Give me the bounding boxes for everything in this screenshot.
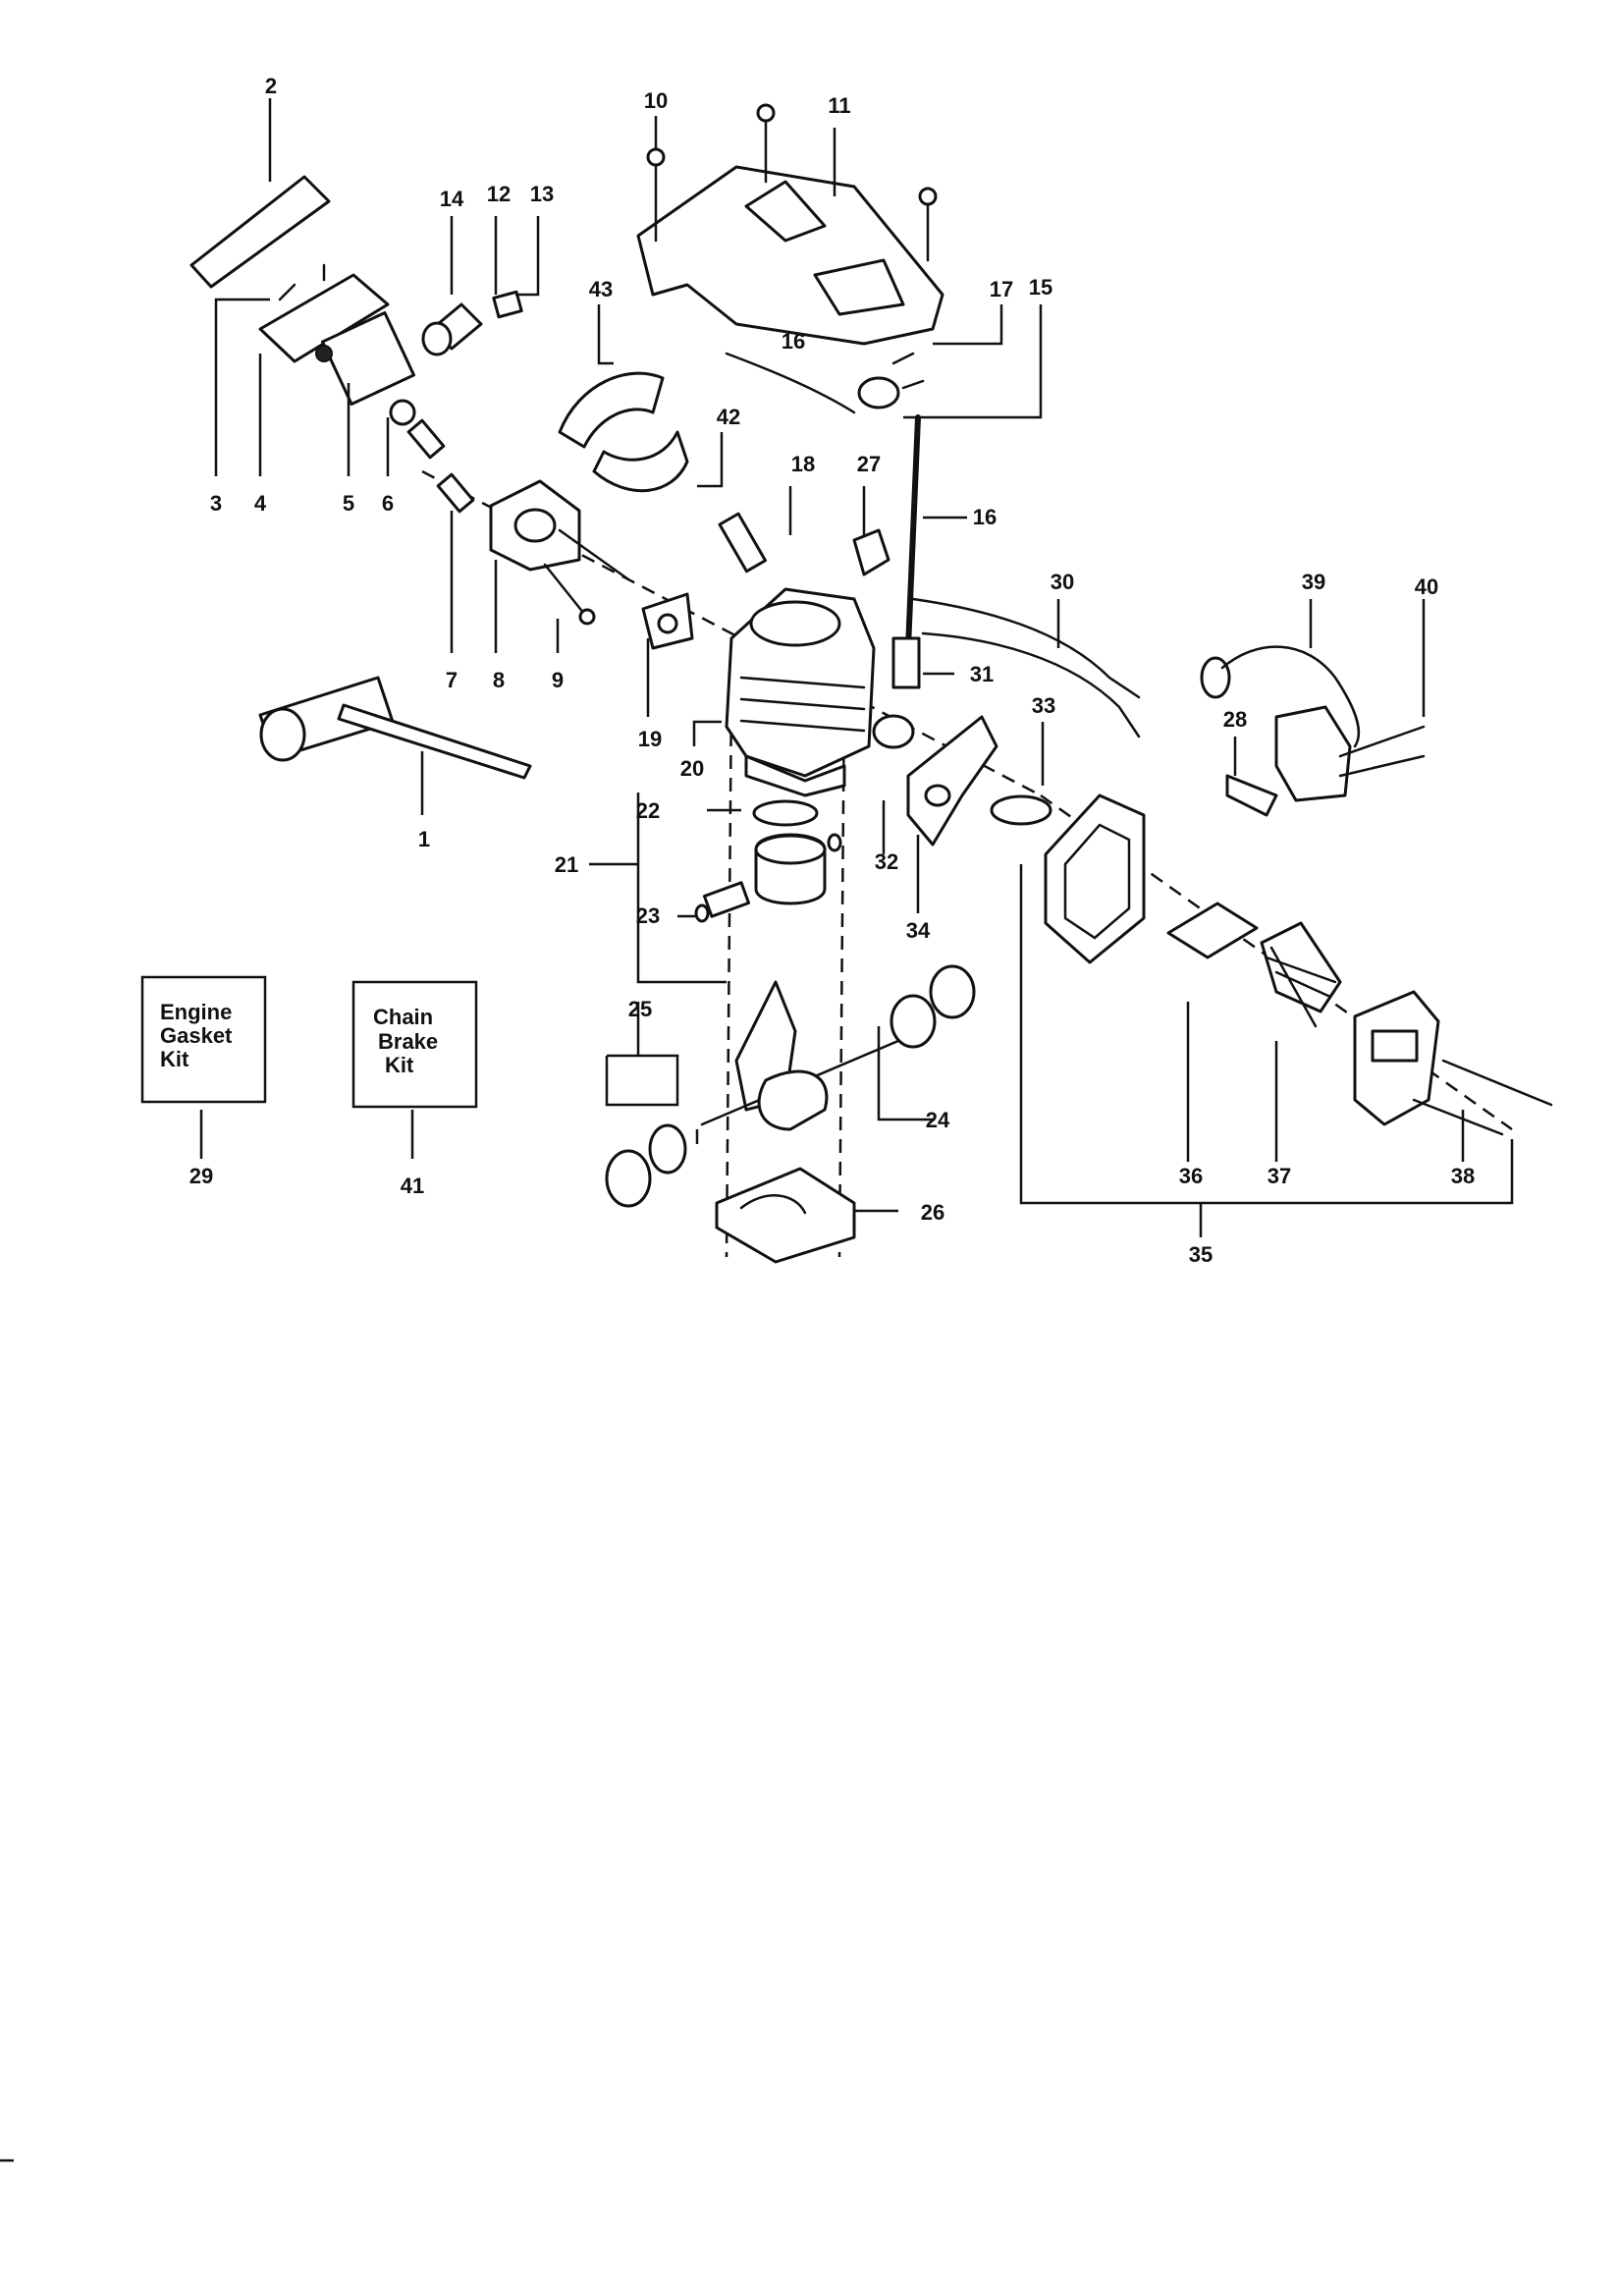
- callout-26: 26: [921, 1200, 944, 1225]
- leader-lines: [199, 98, 1514, 1237]
- callout-36: 36: [1179, 1164, 1203, 1188]
- chain-brake-kit-box: Chain Brake Kit: [351, 980, 478, 1109]
- callout-15: 15: [1029, 275, 1052, 300]
- callout-3: 3: [210, 491, 222, 516]
- engine-gasket-kit-line1: Engine: [160, 1000, 232, 1024]
- callout-14: 14: [440, 187, 464, 211]
- callout-13: 13: [530, 182, 554, 206]
- callout-1: 1: [418, 827, 430, 851]
- callout-25: 25: [628, 997, 652, 1021]
- exhaust-shield: [872, 714, 998, 847]
- callout-41: 41: [401, 1174, 424, 1198]
- callout-17: 17: [990, 277, 1013, 301]
- muffler-assembly: [990, 793, 1553, 1136]
- top-cover: [636, 103, 944, 346]
- engine-gasket-kit-box: Engine Gasket Kit: [140, 975, 267, 1104]
- callout-27: 27: [857, 452, 881, 476]
- callout-42: 42: [717, 405, 740, 429]
- callout-18: 18: [791, 452, 815, 476]
- callout-38: 38: [1451, 1164, 1475, 1188]
- callout-31: 31: [970, 662, 994, 686]
- callout-24: 24: [926, 1108, 950, 1132]
- ignition-module: [1200, 645, 1426, 817]
- callout-20: 20: [680, 756, 704, 781]
- callout-43: 43: [589, 277, 613, 301]
- cylinder: [641, 587, 876, 797]
- callout-22: 22: [636, 798, 660, 823]
- callout-8: 8: [493, 668, 505, 692]
- callout-33: 33: [1032, 693, 1055, 718]
- fuel-fittings: [421, 290, 523, 356]
- callout-9: 9: [552, 668, 564, 692]
- callout-32: 32: [875, 849, 898, 874]
- callout-16a: 16: [782, 329, 805, 354]
- spark-plug: [718, 512, 890, 576]
- callout-39: 39: [1302, 570, 1325, 594]
- scrench-tool: [258, 676, 532, 780]
- callout-5: 5: [343, 491, 354, 516]
- callout-34: 34: [906, 918, 931, 943]
- assembly-axis-lines: [421, 469, 1513, 1258]
- callout-11: 11: [828, 93, 850, 118]
- callout-30: 30: [1051, 570, 1074, 594]
- callout-29: 29: [189, 1164, 213, 1188]
- stop-switch: [725, 352, 925, 414]
- chain-brake-kit-line2: Brake: [378, 1029, 438, 1054]
- callout-16b: 16: [973, 505, 997, 529]
- ignition-wires: [911, 597, 1141, 738]
- callout-2: 2: [265, 74, 277, 98]
- callout-28: 28: [1223, 707, 1247, 732]
- chain-brake-kit-line1: Chain: [373, 1005, 433, 1029]
- callout-35: 35: [1189, 1242, 1213, 1267]
- callout-40: 40: [1415, 574, 1438, 599]
- callout-37: 37: [1267, 1164, 1291, 1188]
- intake-manifold: [406, 418, 630, 626]
- engine-gasket-kit-line3: Kit: [160, 1047, 189, 1071]
- callout-6: 6: [382, 491, 394, 516]
- brake-bands: [558, 371, 689, 493]
- chain-brake-kit-line3: Kit: [385, 1053, 414, 1077]
- callout-labels: 1 2 3 4 5 6 7 8 9 10 11 12 13 14 15 16 1…: [189, 74, 1475, 1267]
- carburetor-assembly: [258, 263, 416, 426]
- engine-gasket-kit-line2: Gasket: [160, 1023, 233, 1048]
- crankshaft-group: [605, 964, 976, 1264]
- callout-4: 4: [254, 491, 267, 516]
- callout-19: 19: [638, 727, 662, 751]
- air-filter-pad: [189, 175, 331, 289]
- callout-23: 23: [636, 903, 660, 928]
- callout-12: 12: [487, 182, 511, 206]
- piston-group: [694, 799, 842, 923]
- callout-7: 7: [446, 668, 458, 692]
- callout-10: 10: [644, 88, 668, 113]
- spark-rod: [891, 414, 921, 689]
- callout-21: 21: [555, 852, 578, 877]
